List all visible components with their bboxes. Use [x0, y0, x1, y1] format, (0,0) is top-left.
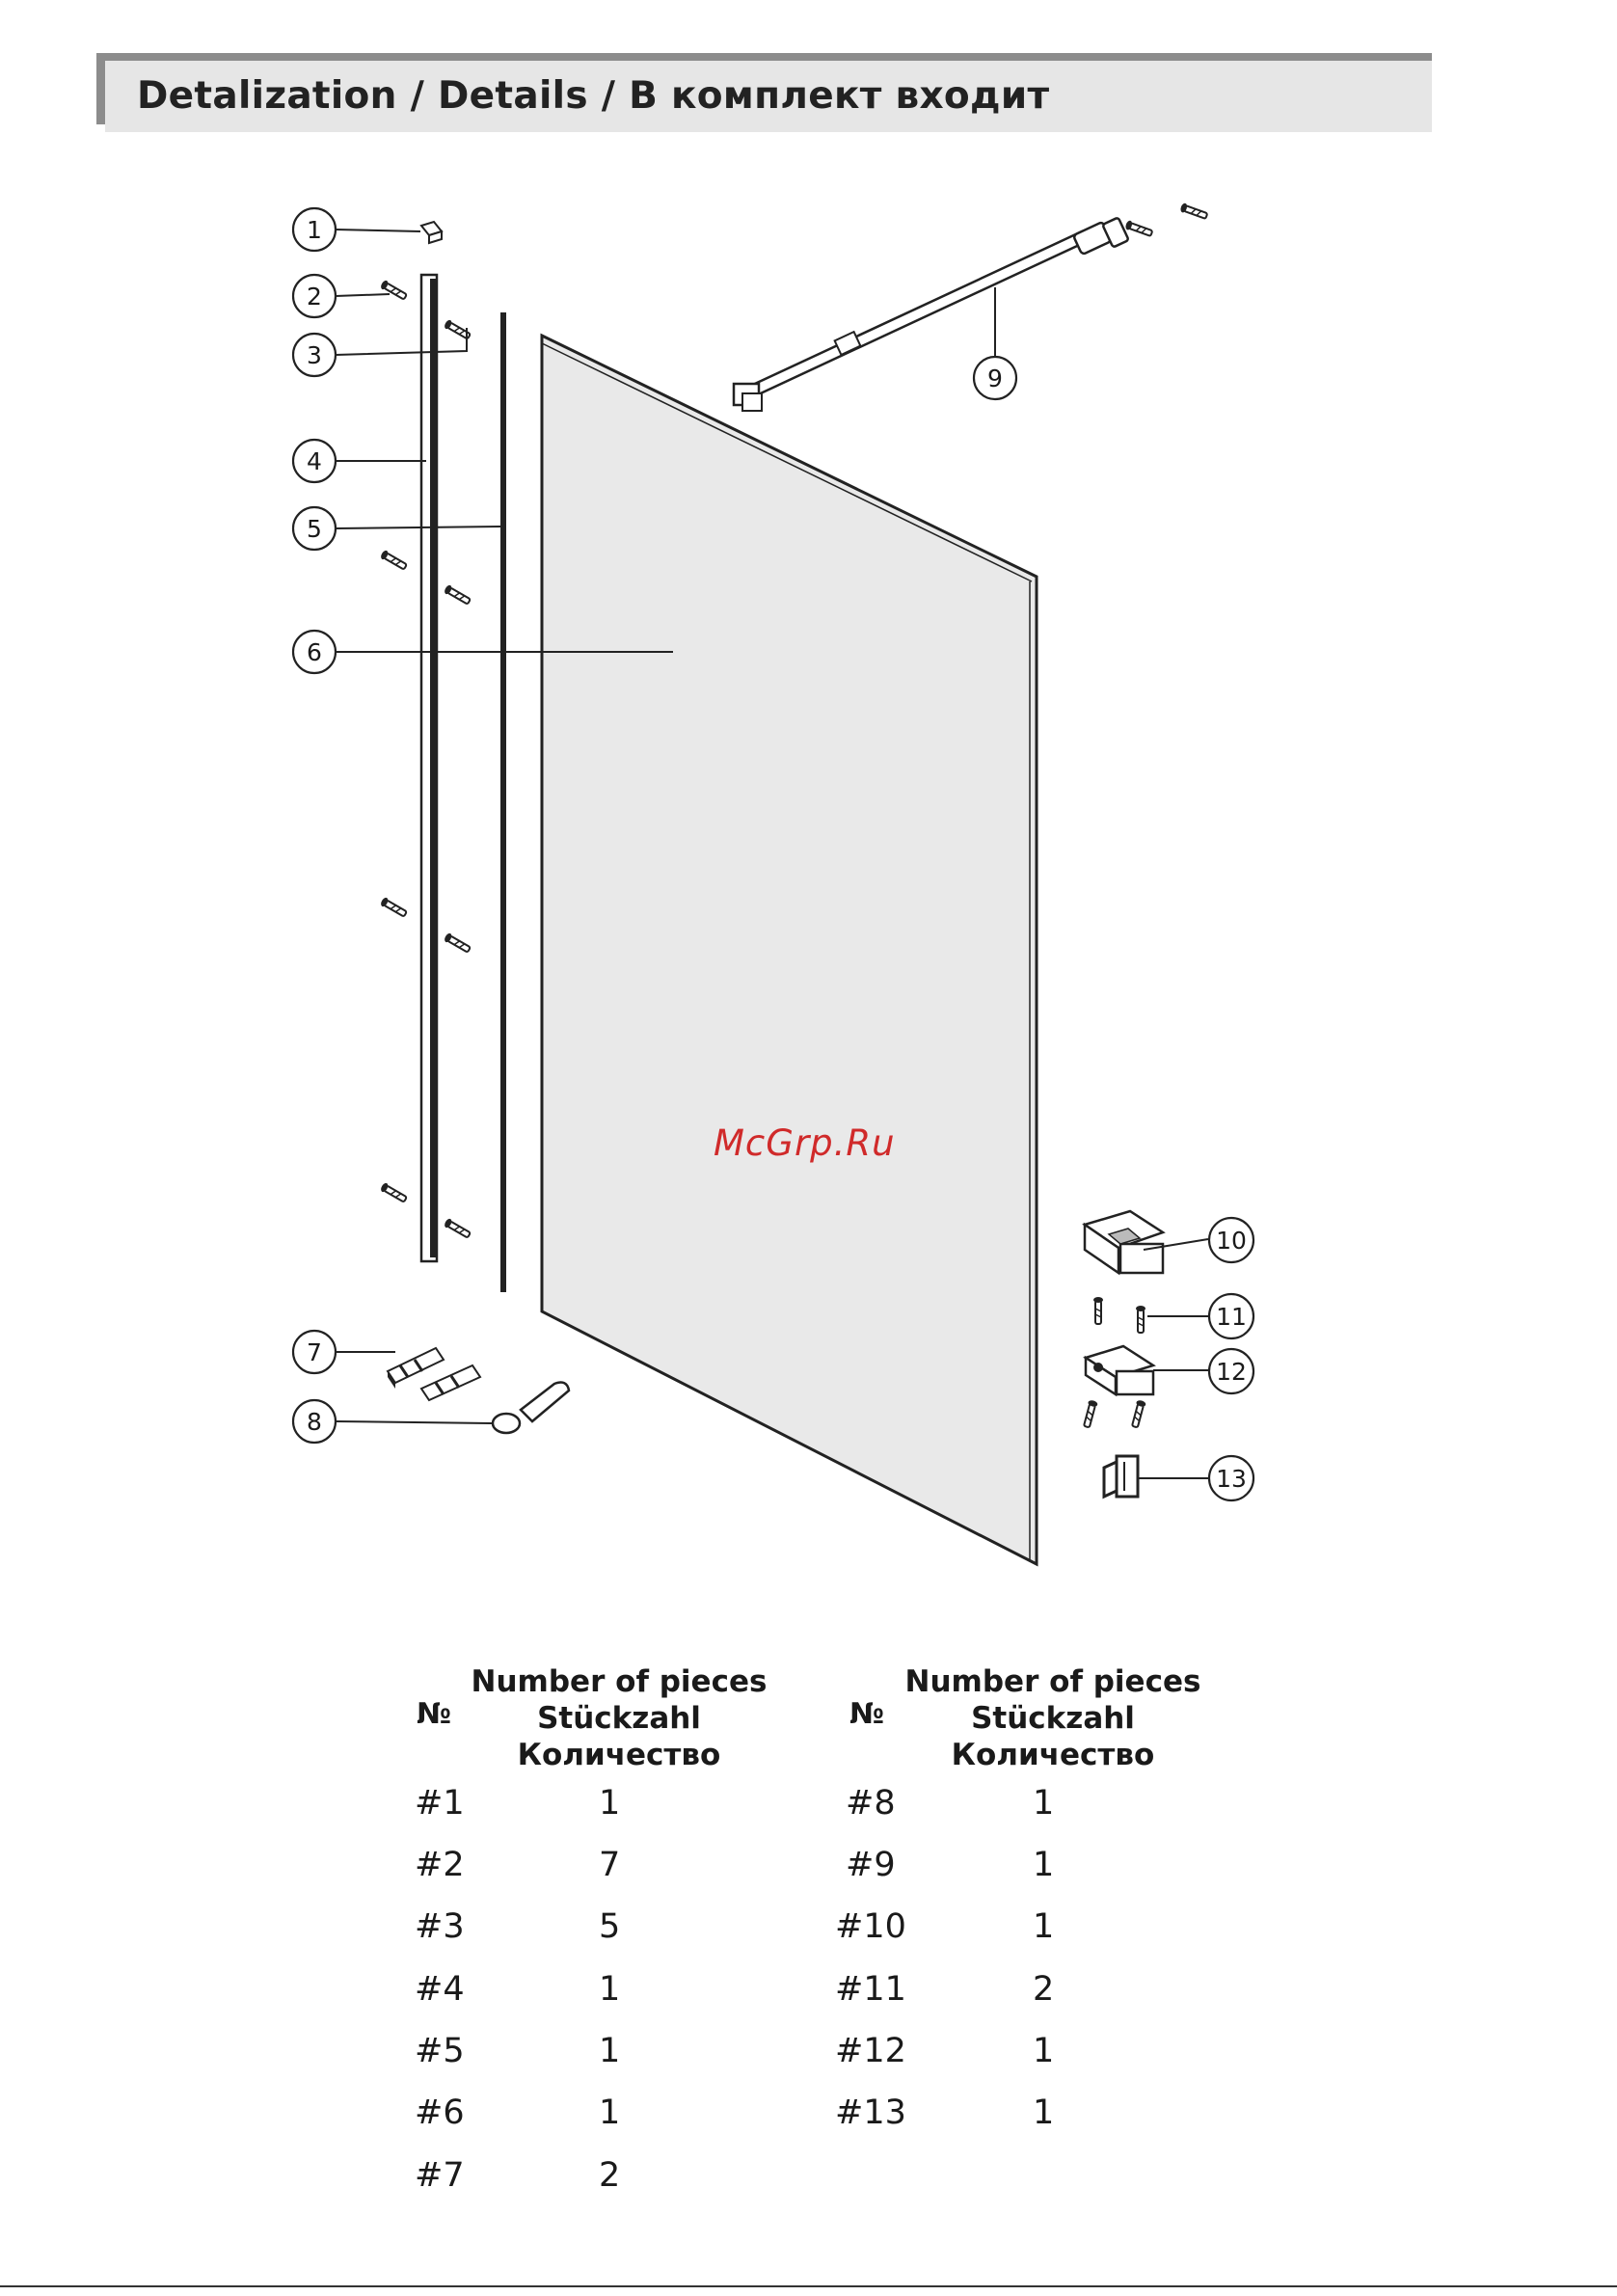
glass-panel [542, 336, 1037, 1564]
svg-text:6: 6 [307, 638, 322, 666]
stabilizer-bar [734, 203, 1208, 411]
table-cell-number: #11 [835, 1970, 906, 2009]
clamp-bracket [1085, 1211, 1163, 1273]
callout-2: 2 [293, 275, 336, 317]
callout-10: 10 [1209, 1218, 1253, 1262]
callout-11: 11 [1209, 1294, 1253, 1338]
table-cell-qty: 2 [1033, 1970, 1054, 2009]
table-cell-number: #1 [415, 1784, 465, 1823]
svg-text:8: 8 [307, 1408, 322, 1436]
table-cell-qty: 1 [599, 1784, 620, 1823]
svg-text:2: 2 [307, 283, 322, 311]
glass-spacers [388, 1348, 480, 1400]
table-cell-number: #8 [846, 1784, 896, 1823]
table-cell-qty: 1 [1033, 2032, 1054, 2070]
table-cell-number: #9 [846, 1846, 896, 1884]
table-cell-number: #13 [835, 2093, 906, 2132]
end-cap [421, 222, 442, 243]
screw-set-11 [1093, 1297, 1145, 1333]
watermark: McGrp.Ru [714, 1122, 896, 1164]
table-cell-qty: 1 [599, 1970, 620, 2009]
svg-text:10: 10 [1216, 1227, 1247, 1255]
table-cell-number: #6 [415, 2093, 465, 2132]
callout-9: 9 [974, 357, 1016, 399]
table-cell-qty: 2 [599, 2156, 620, 2195]
callout-1: 1 [293, 208, 336, 251]
callout-3: 3 [293, 334, 336, 376]
parts-diagram: 1 2 3 4 5 6 7 8 [0, 0, 1617, 1639]
header-pieces-ru: Количество [879, 1737, 1226, 1773]
svg-text:1: 1 [307, 216, 322, 244]
table-cell-qty: 1 [1033, 1784, 1054, 1823]
svg-text:7: 7 [307, 1338, 322, 1366]
svg-text:12: 12 [1216, 1358, 1247, 1386]
table-cell-qty: 7 [599, 1846, 620, 1884]
svg-text:3: 3 [307, 341, 322, 369]
table-cell-number: #3 [415, 1907, 465, 1946]
assembly-tool [493, 1383, 569, 1433]
header-pieces-de: Stückzahl [445, 1700, 793, 1737]
seal-strip [500, 312, 506, 1292]
callout-13: 13 [1209, 1456, 1253, 1500]
table-cell-number: #5 [415, 2032, 465, 2070]
callout-8: 8 [293, 1400, 336, 1443]
table-cell-number: #10 [835, 1907, 906, 1946]
table-cell-qty: 5 [599, 1907, 620, 1946]
table-cell-number: #4 [415, 1970, 465, 2009]
screw-set-3 [444, 319, 472, 1240]
callout-12: 12 [1209, 1349, 1253, 1393]
table-cell-qty: 1 [1033, 1846, 1054, 1884]
callout-4: 4 [293, 440, 336, 482]
table-cell-number: #12 [835, 2032, 906, 2070]
column-header-pieces: Number of pieces Stückzahl Количество [879, 1663, 1226, 1773]
svg-text:5: 5 [307, 515, 322, 543]
table-cell-qty: 1 [1033, 2093, 1054, 2132]
small-clamp [1082, 1346, 1153, 1428]
u-clip [1104, 1456, 1138, 1497]
svg-text:11: 11 [1216, 1303, 1247, 1331]
screw-set-2 [380, 280, 408, 1204]
header-pieces-de: Stückzahl [879, 1700, 1226, 1737]
header-pieces-ru: Количество [445, 1737, 793, 1773]
table-cell-qty: 1 [599, 2093, 620, 2132]
table-cell-number: #2 [415, 1846, 465, 1884]
header-pieces-en: Number of pieces [879, 1663, 1226, 1700]
column-header-pieces: Number of pieces Stückzahl Количество [445, 1663, 793, 1773]
header-pieces-en: Number of pieces [445, 1663, 793, 1700]
callout-6: 6 [293, 631, 336, 673]
wall-profile [421, 275, 437, 1261]
callout-7: 7 [293, 1331, 336, 1373]
svg-text:9: 9 [987, 365, 1003, 392]
svg-text:4: 4 [307, 447, 322, 475]
table-cell-qty: 1 [599, 2032, 620, 2070]
table-cell-number: #7 [415, 2156, 465, 2195]
table-cell-qty: 1 [1033, 1907, 1054, 1946]
callout-5: 5 [293, 507, 336, 550]
svg-text:13: 13 [1216, 1465, 1247, 1493]
page-bottom-rule [0, 2285, 1617, 2287]
